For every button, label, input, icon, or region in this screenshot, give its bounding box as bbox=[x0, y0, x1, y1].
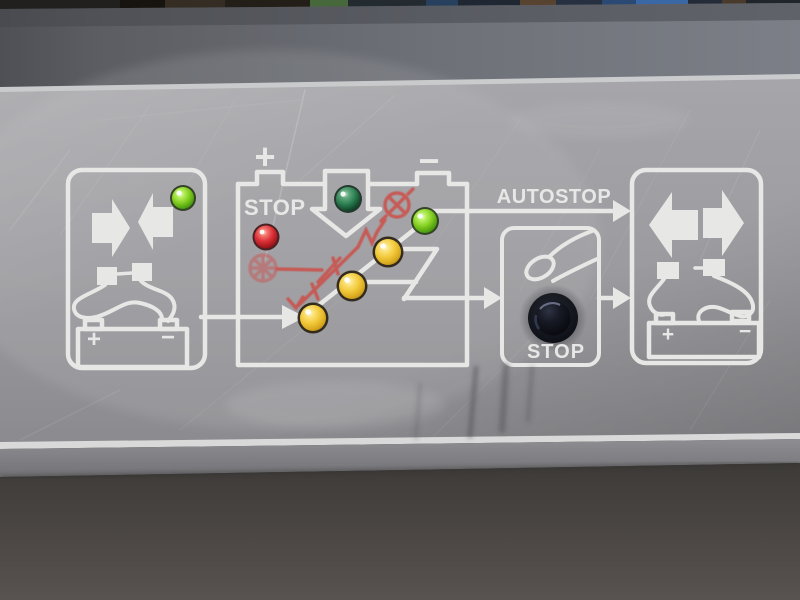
left-battery-plus: + bbox=[87, 326, 101, 353]
button-highlight bbox=[539, 302, 561, 310]
connect-pictogram-box bbox=[65, 167, 208, 371]
body-seam bbox=[0, 461, 800, 479]
flow-arrow-icon bbox=[613, 200, 631, 222]
right-clamp-icon bbox=[132, 263, 152, 281]
top-surface-shadow bbox=[0, 3, 800, 27]
stop-push-button[interactable] bbox=[519, 284, 587, 352]
button-cap bbox=[535, 300, 571, 336]
down-arrow-icon bbox=[309, 168, 383, 239]
red-fault-path-icon bbox=[248, 187, 415, 311]
right-battery-minus: − bbox=[739, 320, 751, 343]
stop-button-label: STOP bbox=[527, 341, 585, 363]
right-clamp-icon bbox=[703, 259, 725, 276]
minus-terminal-label: − bbox=[418, 140, 439, 181]
clamps-connected-led bbox=[170, 185, 196, 211]
autostop-label: AUTOSTOP bbox=[497, 186, 611, 208]
indicator-leds bbox=[170, 185, 439, 334]
right-battery-plus: + bbox=[662, 323, 674, 346]
stop-fault-led bbox=[252, 223, 280, 251]
left-battery-minus: − bbox=[161, 324, 175, 351]
plus-terminal-label: + bbox=[254, 136, 275, 177]
button-lower-highlight bbox=[534, 314, 541, 330]
flow-arrow-icon bbox=[613, 287, 631, 309]
left-clamp-icon bbox=[97, 267, 117, 285]
flow-arrow-icon bbox=[484, 287, 502, 309]
wear-smudges bbox=[225, 102, 690, 440]
charge-diagonal-line bbox=[297, 218, 428, 323]
charge-level-led-2 bbox=[336, 270, 368, 302]
charge-stop-label: STOP bbox=[244, 195, 306, 220]
flow-arrow-icon bbox=[282, 305, 305, 329]
charge-complete-led bbox=[411, 207, 439, 235]
red-fan-icon bbox=[248, 253, 278, 283]
battery-terminals-outline bbox=[235, 169, 470, 187]
bottom-edge-highlight bbox=[0, 433, 800, 449]
charge-level-led-3 bbox=[372, 236, 404, 268]
cable bbox=[71, 283, 164, 321]
cable bbox=[696, 274, 755, 323]
battery-body-outline bbox=[235, 181, 470, 368]
press-finger-icon bbox=[524, 229, 599, 283]
stop-button-box bbox=[500, 226, 631, 367]
battery-icon bbox=[646, 309, 762, 360]
disconnect-pictogram-box bbox=[629, 167, 764, 366]
red-crossed-circle-icon bbox=[379, 187, 415, 223]
lower-body bbox=[0, 463, 800, 600]
clamps-disconnect-icon bbox=[649, 190, 744, 279]
cable bbox=[139, 279, 177, 323]
clamps-connect-icon bbox=[92, 193, 173, 285]
battery-icon bbox=[75, 317, 190, 370]
left-clamp-icon bbox=[657, 262, 679, 279]
down-arrow-led bbox=[334, 185, 362, 213]
charge-level-led-1 bbox=[297, 302, 329, 334]
lower-band bbox=[0, 439, 800, 477]
